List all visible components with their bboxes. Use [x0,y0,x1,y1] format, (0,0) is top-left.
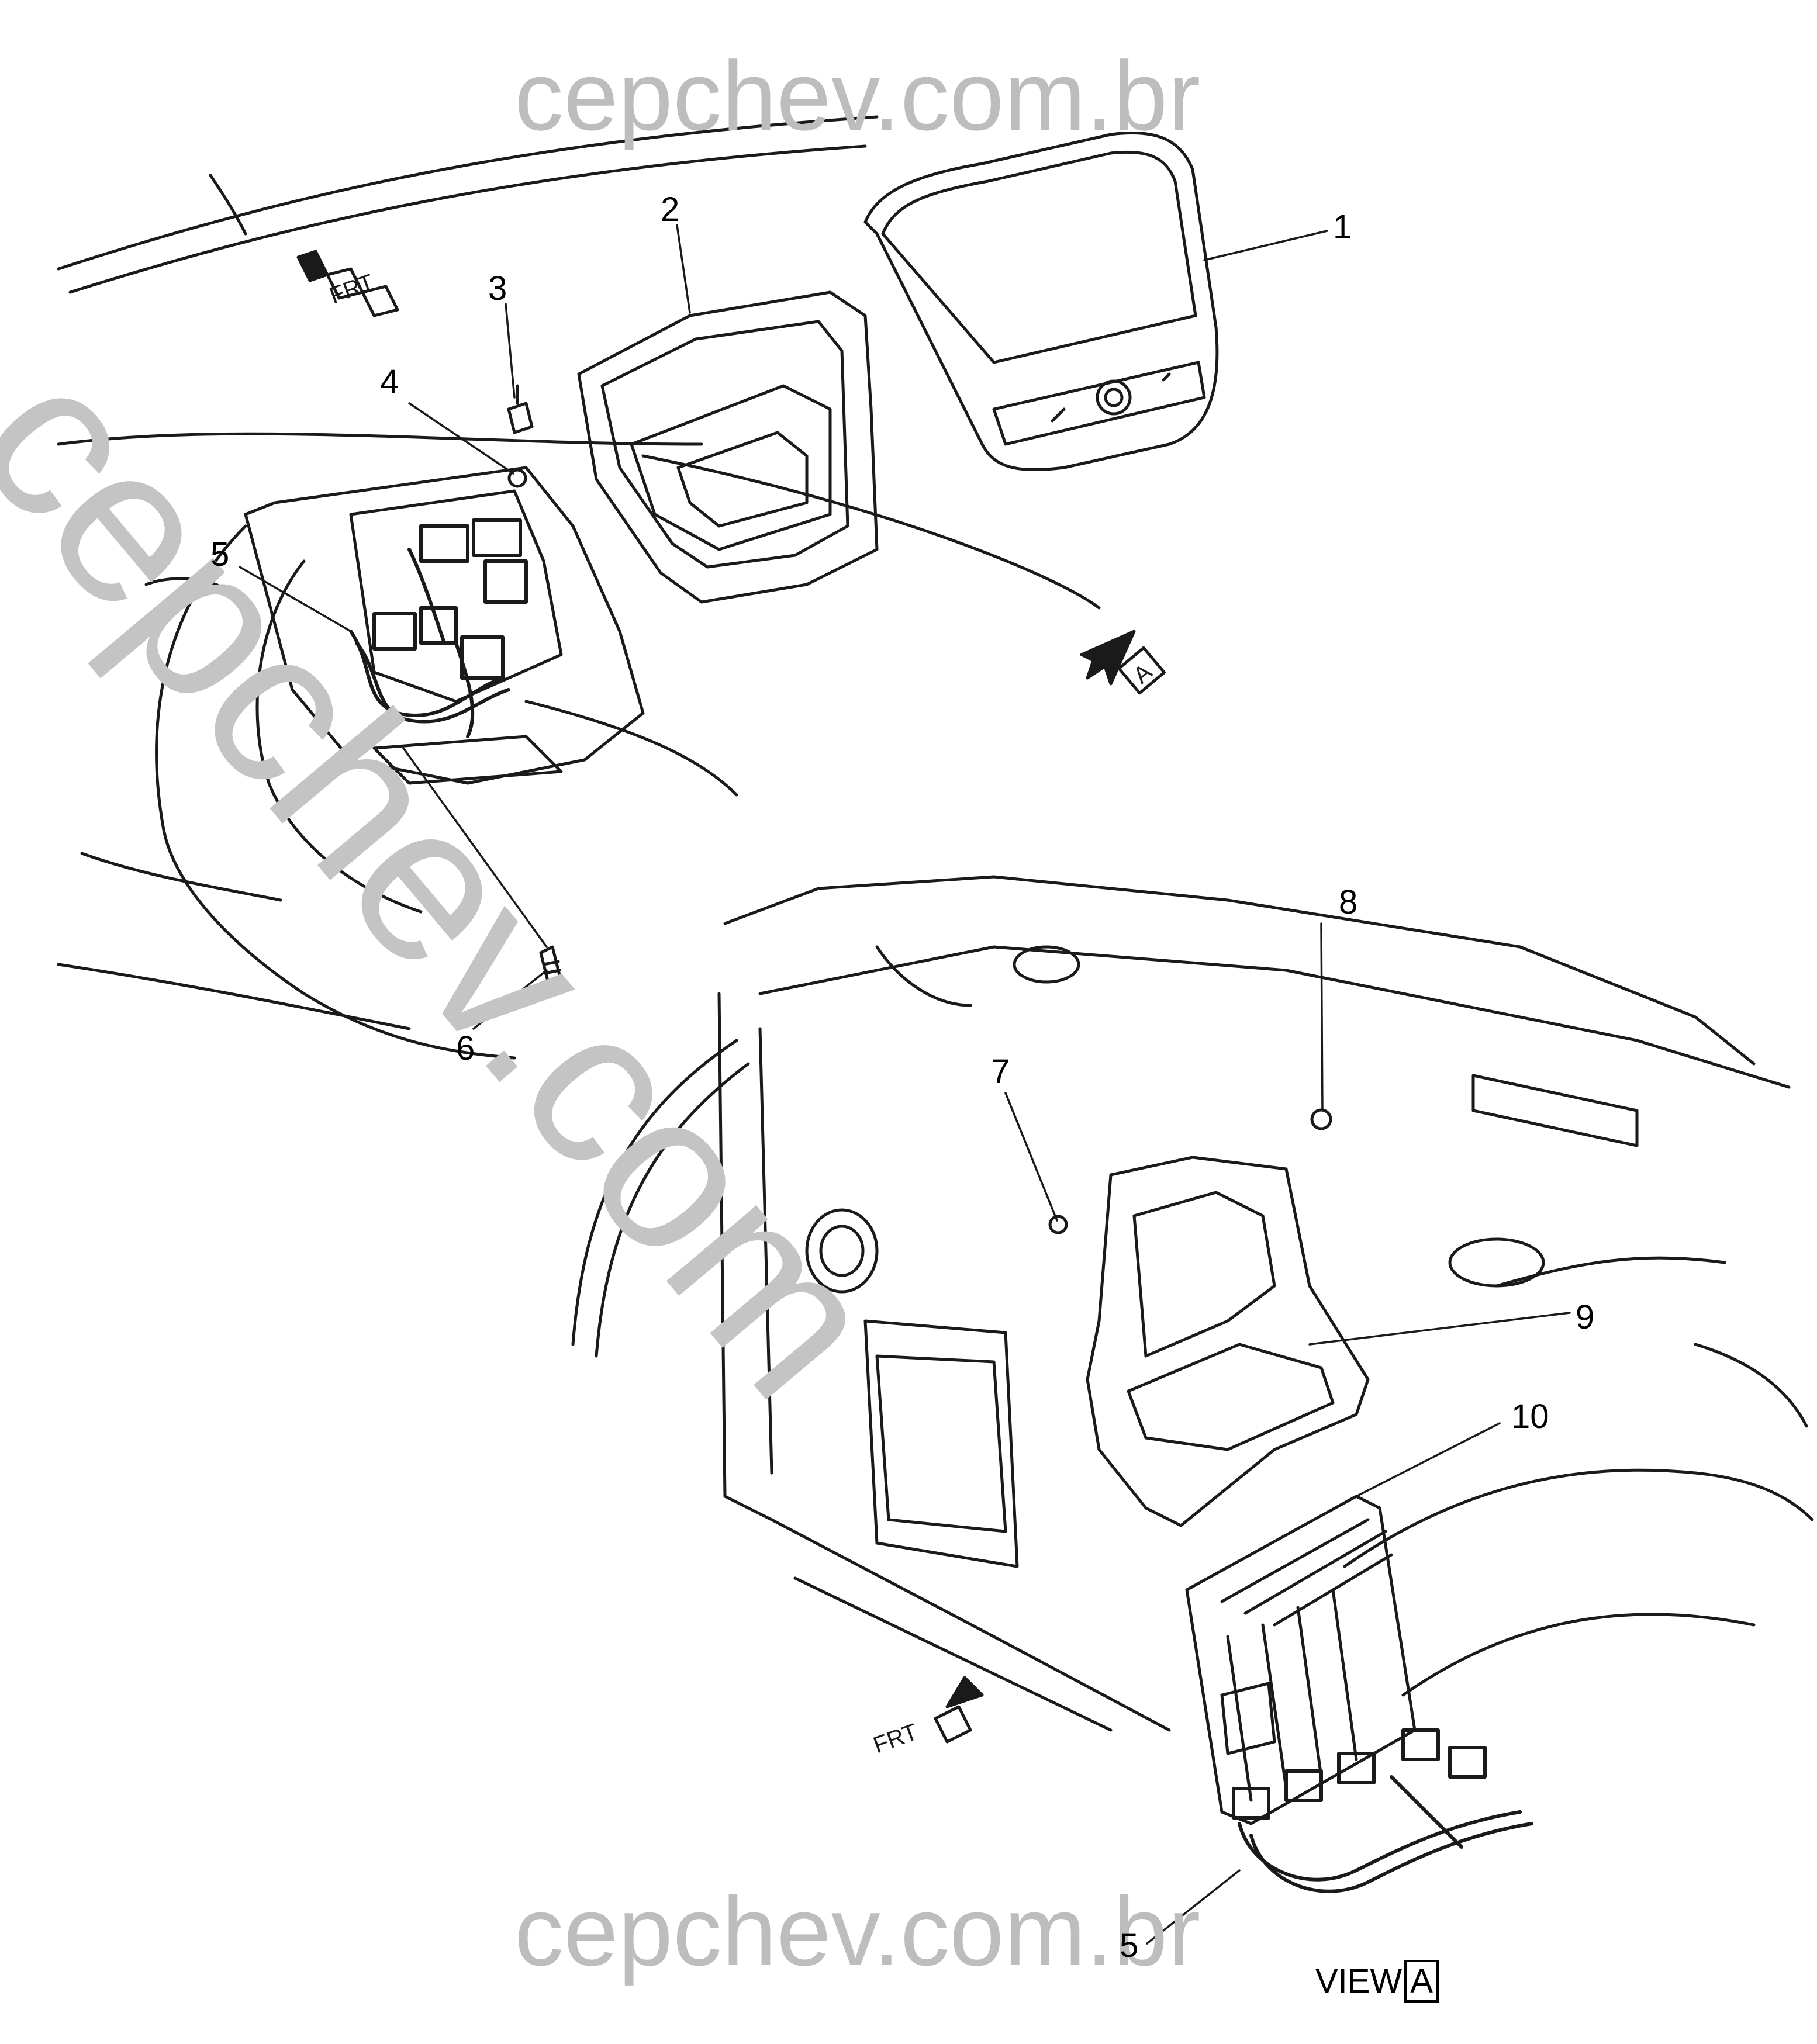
bolt-7 [1048,1215,1068,1234]
lower-dashboard-outline [571,875,1814,1732]
nut-8 [1310,1108,1332,1130]
bolt-6 [539,945,563,990]
wiring-harness-upper [349,518,528,738]
callout-5-lower: 5 [1120,1927,1139,1965]
callout-7: 7 [991,1053,1010,1091]
callout-8: 8 [1339,883,1358,921]
upper-dashboard-outline [57,115,1101,1060]
front-direction-arrow-upper: FRT [296,250,399,317]
nut-4 [507,468,527,488]
view-label-box: A [1404,1960,1439,2003]
callout-1: 1 [1333,208,1352,246]
callout-3: 3 [488,269,507,307]
front-label-upper: FRT [326,269,377,309]
callout-6: 6 [456,1029,475,1067]
view-label-text: VIEW [1315,1962,1403,2000]
view-a-arrow: A [1080,630,1166,695]
watermark-bottom: cepchev.com.br [514,1876,1201,1986]
module-bracket-9 [1086,1156,1370,1527]
display-unit-1 [863,132,1219,472]
callout-5: 5 [210,535,230,573]
wiring-harness-lower [1232,1728,1533,1893]
callout-4: 4 [380,363,399,401]
callout-10: 10 [1511,1398,1549,1436]
front-direction-arrow-lower: FRT [870,1676,984,1759]
callout-2: 2 [661,191,680,229]
leader-lines-lower [1004,922,1571,1945]
bolt-3 [507,384,534,434]
display-bracket-2 [577,290,879,604]
watermark-top: cepchev.com.br [514,41,1201,151]
callout-9: 9 [1576,1298,1595,1336]
amplifier-module-10 [1185,1495,1417,1825]
leader-lines-upper [239,224,1328,1030]
front-label-lower: FRT [870,1719,921,1759]
